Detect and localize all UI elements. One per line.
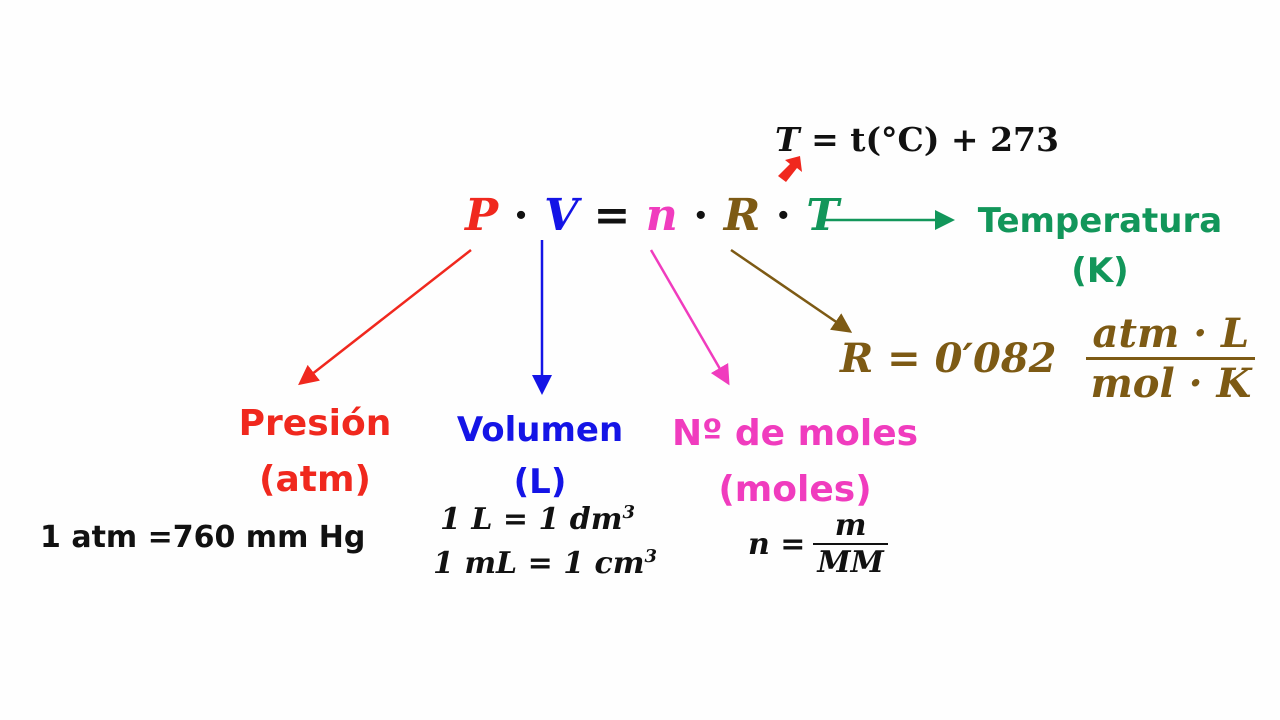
moles-formula-lhs: n = [748, 526, 806, 562]
eq-dot: · [513, 190, 529, 241]
volume-conv1-exp: 3 [622, 502, 636, 523]
fraction-bar [813, 543, 888, 545]
eq-n: n [645, 190, 678, 241]
temperature-label-title: Temperatura [977, 201, 1223, 241]
pressure-label-unit: (atm) [259, 459, 371, 500]
temperature-formula-T: T [775, 120, 800, 159]
eq-equals: = [593, 190, 631, 241]
eq-dot: · [693, 190, 709, 241]
volume-conversion-2: 1 mL = 1 cm3 [433, 546, 657, 581]
ideal-gas-equation: P · V = n · R · T [465, 190, 839, 241]
eq-V: V [544, 190, 579, 241]
volume-label: Volumen (L) [440, 404, 640, 508]
gas-constant-denominator: mol · K [1090, 360, 1252, 407]
pressure-arrow [298, 249, 472, 386]
volume-conversion-1: 1 L = 1 dm3 [440, 502, 635, 537]
volume-label-unit: (L) [513, 462, 567, 502]
moles-formula-numerator: m [834, 508, 867, 543]
temperature-label-unit: (K) [1071, 251, 1129, 291]
pressure-conversion: 1 atm =760 mm Hg [40, 520, 366, 555]
fraction-bar [1086, 357, 1256, 360]
constant-arrow [730, 248, 853, 333]
gas-constant-value: R = 0′082 [840, 335, 1057, 382]
temperature-label: Temperatura (K) [960, 196, 1240, 296]
gas-constant-units: atm · L mol · K [1086, 310, 1256, 407]
volume-conv1-lhs: 1 L [440, 502, 493, 537]
moles-label: Nº de moles (moles) [655, 406, 935, 518]
volume-label-title: Volumen [456, 410, 624, 450]
volume-conv2-rhs: = 1 cm [527, 546, 645, 581]
moles-label-unit: (moles) [718, 469, 872, 510]
eq-P: P [465, 190, 499, 241]
eq-dot: · [775, 190, 791, 241]
moles-label-title: Nº de moles [671, 413, 919, 454]
temperature-formula-arrow [778, 156, 802, 182]
gas-constant-numerator: atm · L [1092, 310, 1250, 357]
volume-conv1-rhs: = 1 dm [502, 502, 623, 537]
moles-arrow [649, 249, 730, 386]
temperature-formula: T = t(°C) + 273 [775, 120, 1059, 159]
moles-formula-fraction: m MM [813, 508, 888, 580]
moles-formula: n = m MM [748, 508, 888, 580]
eq-T: T [806, 190, 840, 241]
volume-conv2-lhs: 1 mL [433, 546, 518, 581]
pressure-label: Presión (atm) [215, 396, 415, 508]
gas-constant: R = 0′082 atm · L mol · K [840, 310, 1256, 407]
eq-R: R [723, 190, 761, 241]
volume-conv2-exp: 3 [644, 546, 658, 567]
pressure-label-title: Presión [238, 403, 392, 444]
moles-formula-denominator: MM [817, 545, 884, 580]
temperature-formula-rhs: = t(°C) + 273 [811, 120, 1059, 159]
